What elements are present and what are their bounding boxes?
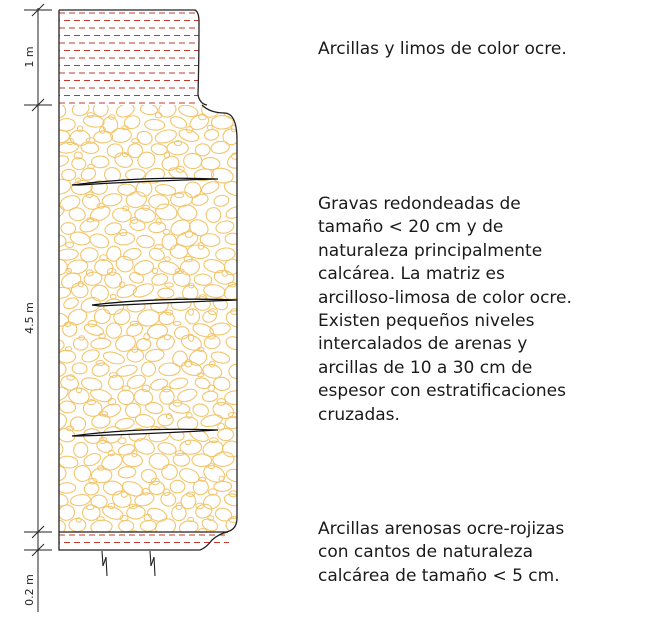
thickness-scale: 1 m 4.5 m 0.2 m [23,3,52,612]
description-line: naturaleza principalmente [318,240,543,261]
sand-lens-1 [71,177,219,186]
description-line: Arcillas y limos de color ocre. [318,39,567,59]
description-line: tamaño < 20 cm y de [318,217,504,238]
sand-lens-2 [91,298,238,307]
description-line: arcillas de 10 a 30 cm de [318,357,533,378]
unit-clay-silt [58,9,208,106]
description-line: arcilloso-limosa de color ocre. [318,287,572,308]
description-line: Gravas redondeadas de [318,194,521,214]
description-line: calcárea de tamaño < 5 cm. [318,565,560,586]
sandy-clay-pattern [59,534,229,543]
thickness-label-middle: 4.5 m [23,302,36,334]
description-line: con cantos de naturaleza [318,542,534,563]
thickness-label-top: 1 m [23,46,36,67]
description-line: intercalados de arenas y [318,334,528,355]
description-line: Arcillas arenosas ocre-rojizas [318,519,565,539]
clay-silt-pattern [59,12,199,104]
unit-sandy-clay [58,531,229,577]
description-line: Existen pequeños niveles [318,311,535,332]
description-line: calcárea. La matriz es [318,264,505,285]
thickness-label-bottom: 0.2 m [23,574,36,606]
sand-lens-3 [71,428,219,437]
unit-gravel [58,104,238,533]
description-sandy-clay: Arcillas arenosas ocre-rojizas con cantos… [318,518,564,588]
gravel-pattern [59,105,237,532]
description-line: cruzadas. [318,404,400,425]
description-line: espesor con estratificaciones [318,381,566,402]
description-clay-silt: Arcillas y limos de color ocre. [318,38,567,61]
description-gravel: Gravas redondeadas de tamaño < 20 cm y de… [318,193,572,427]
